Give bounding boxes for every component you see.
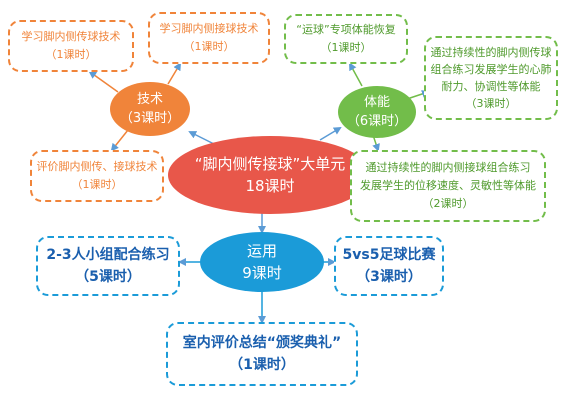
skill-node: 技术 （3课时） bbox=[110, 82, 190, 136]
skill-item-2-title: 学习脚内侧接球技术 bbox=[159, 22, 259, 35]
apply-item-1-title: 2-3人小组配合练习 bbox=[46, 247, 170, 263]
apply-node: 运用 9课时 bbox=[200, 232, 324, 292]
center-node: “脚内侧传接球”大单元 18课时 bbox=[168, 136, 372, 214]
fitness-item-3: 通过持续性的脚内侧接球组合练习 发展学生的位移速度、灵敏性等体能 （2课时） bbox=[350, 150, 546, 222]
center-title: “脚内侧传接球”大单元 bbox=[194, 155, 346, 173]
apply-hours: 9课时 bbox=[242, 264, 282, 282]
link-skill-item-2 bbox=[167, 62, 182, 85]
fitness-item-2-hours: （3课时） bbox=[465, 97, 517, 110]
apply-item-3-hours: （1课时） bbox=[229, 357, 295, 373]
link-fitness-item-1 bbox=[349, 62, 363, 87]
apply-item-2: 5vs5足球比赛 （3课时） bbox=[334, 236, 444, 296]
apply-item-3: 室内评价总结“颁奖典礼” （1课时） bbox=[166, 322, 358, 386]
skill-item-3: 评价脚内侧传、接球技术 （1课时） bbox=[30, 150, 164, 202]
fitness-item-2-line1: 通过持续性的脚内侧传球 bbox=[430, 46, 552, 59]
fitness-item-3-line1: 通过持续性的脚内侧接球组合练习 bbox=[365, 161, 531, 174]
skill-item-1: 学习脚内侧传球技术 （1课时） bbox=[8, 20, 134, 72]
fitness-item-3-line2: 发展学生的位移速度、灵敏性等体能 bbox=[360, 179, 536, 192]
fitness-item-2-line3: 耐力、协调性等体能 bbox=[441, 80, 541, 93]
fitness-item-3-hours: （2课时） bbox=[422, 197, 474, 210]
link-skill-item-3 bbox=[110, 129, 129, 152]
link-center-fitness bbox=[319, 126, 342, 141]
fitness-item-1-hours: （1课时） bbox=[320, 41, 372, 54]
apply-item-2-hours: （3课时） bbox=[356, 269, 422, 285]
fitness-label: 体能 bbox=[363, 95, 390, 110]
apply-label: 运用 bbox=[246, 242, 277, 260]
skill-item-1-hours: （1课时） bbox=[45, 48, 97, 61]
fitness-item-1-title: “运球”专项体能恢复 bbox=[296, 23, 396, 36]
apply-item-2-title: 5vs5足球比赛 bbox=[342, 247, 436, 263]
skill-hours: （3课时） bbox=[119, 111, 181, 126]
fitness-hours: （6课时） bbox=[346, 114, 408, 129]
skill-item-1-title: 学习脚内侧传球技术 bbox=[21, 30, 121, 43]
skill-item-2-hours: （1课时） bbox=[183, 40, 235, 53]
link-skill-item-1 bbox=[88, 70, 119, 93]
fitness-item-2: 通过持续性的脚内侧传球 组合练习发展学生的心肺 耐力、协调性等体能 （3课时） bbox=[424, 36, 558, 120]
fitness-item-2-line2: 组合练习发展学生的心肺 bbox=[430, 63, 552, 76]
skill-item-3-title: 评价脚内侧传、接球技术 bbox=[36, 160, 158, 173]
apply-item-1-hours: （5课时） bbox=[75, 269, 141, 285]
fitness-node: 体能 （6课时） bbox=[338, 86, 416, 138]
skill-item-3-hours: （1课时） bbox=[71, 178, 123, 191]
fitness-item-1: “运球”专项体能恢复 （1课时） bbox=[284, 14, 408, 64]
skill-item-2: 学习脚内侧接球技术 （1课时） bbox=[148, 12, 270, 64]
center-hours: 18课时 bbox=[245, 177, 295, 195]
skill-label: 技术 bbox=[136, 92, 163, 107]
apply-item-1: 2-3人小组配合练习 （5课时） bbox=[36, 236, 180, 296]
apply-item-3-title: 室内评价总结“颁奖典礼” bbox=[182, 335, 342, 351]
